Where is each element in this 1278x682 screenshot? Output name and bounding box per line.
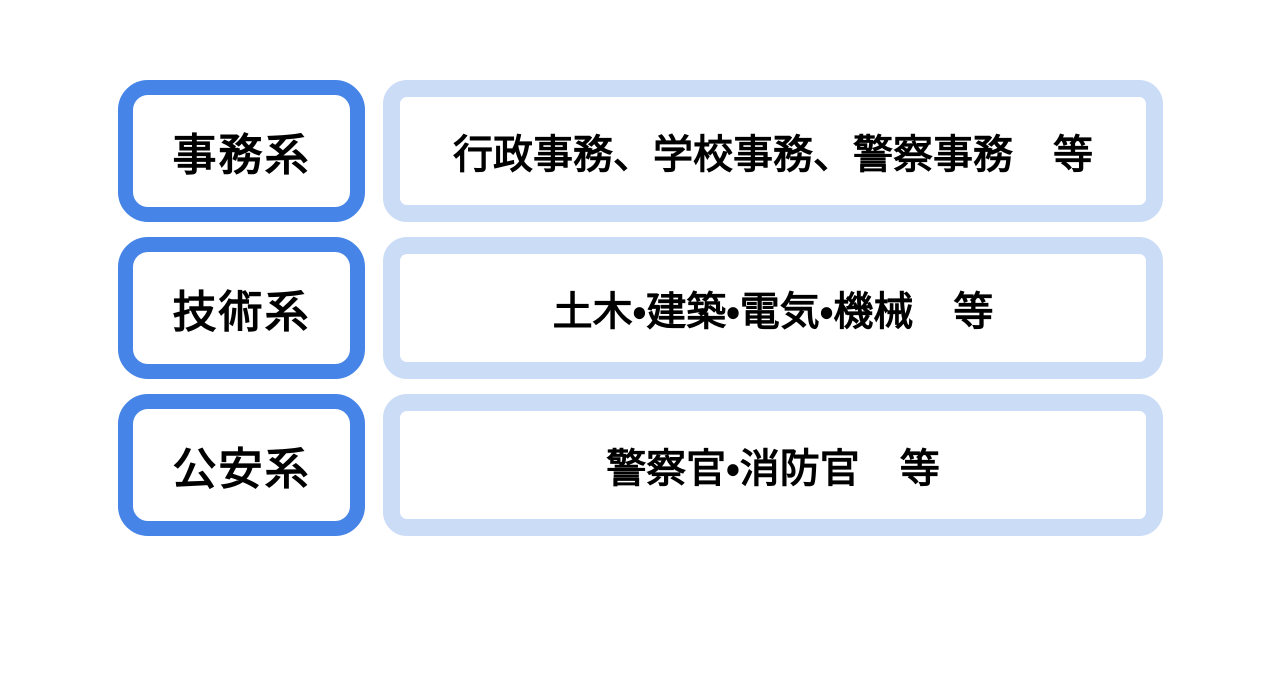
row-public-safety: 公安系 警察官・消防官 等 — [118, 394, 1163, 536]
description-box-public-safety: 警察官・消防官 等 — [383, 394, 1163, 536]
category-label-public-safety: 公安系 — [172, 445, 311, 494]
category-box-clerical: 事務系 — [118, 80, 365, 222]
description-label-public-safety: 警察官・消防官 等 — [606, 447, 940, 491]
description-label-clerical: 行政事務、学校事務、警察事務 等 — [453, 133, 1093, 177]
category-box-technical: 技術系 — [118, 237, 365, 379]
row-clerical: 事務系 行政事務、学校事務、警察事務 等 — [118, 80, 1163, 222]
category-box-public-safety: 公安系 — [118, 394, 365, 536]
category-label-clerical: 事務系 — [172, 131, 311, 180]
description-box-clerical: 行政事務、学校事務、警察事務 等 — [383, 80, 1163, 222]
description-box-technical: 土木・建築・電気・機械 等 — [383, 237, 1163, 379]
job-category-diagram: 事務系 行政事務、学校事務、警察事務 等 技術系 土木・建築・電気・機械 等 公… — [118, 80, 1163, 536]
description-label-technical: 土木・建築・電気・機械 等 — [552, 290, 994, 334]
category-label-technical: 技術系 — [172, 288, 311, 337]
row-technical: 技術系 土木・建築・電気・機械 等 — [118, 237, 1163, 379]
